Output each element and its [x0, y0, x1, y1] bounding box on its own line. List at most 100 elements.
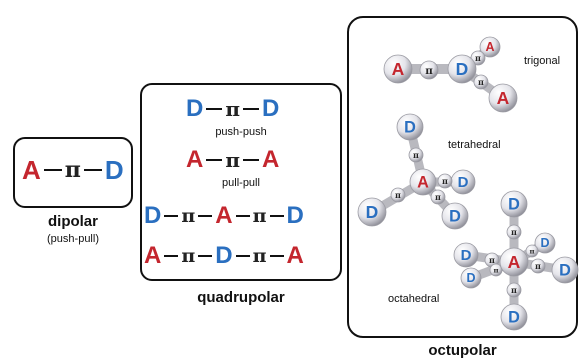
pi-bridge-label: π [435, 192, 441, 202]
dipolar-subtitle: (push-pull) [47, 233, 99, 245]
donor-label: D [540, 236, 549, 250]
donor-sphere [460, 267, 482, 289]
pi-bridge-label: π [252, 205, 267, 227]
bond-line [164, 215, 179, 217]
donor-label: D [508, 308, 520, 326]
donor-sphere [534, 232, 556, 254]
acceptor-label: A [417, 173, 429, 191]
donor-label: D [559, 261, 571, 279]
acceptor-label: A [286, 242, 304, 269]
bond-line [83, 169, 102, 171]
pi-sphere [506, 282, 522, 298]
acceptor-sphere [409, 168, 437, 196]
dipolar-chain: A π D [22, 150, 124, 190]
bond-line [164, 255, 179, 257]
pi-bridge-label: π [64, 157, 81, 183]
pi-sphere [419, 60, 439, 80]
pi-sphere [489, 263, 503, 277]
donor-label: D [404, 118, 416, 136]
bond-line [235, 215, 250, 217]
acceptor-label: A [186, 146, 204, 173]
bond-line [242, 108, 259, 110]
acceptor-sphere [383, 54, 413, 84]
pi-bridge-label: π [535, 261, 541, 271]
pi-bridge-label: π [478, 77, 484, 87]
donor-label: D [215, 242, 233, 269]
donor-label: D [104, 154, 124, 185]
bond-line [242, 159, 259, 161]
pi-sphere [390, 187, 406, 203]
donor-label: D [461, 247, 472, 264]
acceptor-label: A [497, 88, 510, 108]
donor-sphere [357, 197, 387, 227]
pi-sphere [408, 147, 424, 163]
acceptor-sphere [479, 36, 501, 58]
pull-pull-caption: pull-pull [222, 177, 260, 189]
pi-bridge-label: π [181, 245, 196, 267]
donor-sphere [551, 256, 579, 284]
donor-label: D [144, 202, 162, 229]
quadrupolar-row-push-push: D π D [186, 95, 279, 123]
pi-sphere [430, 189, 446, 205]
bond-line [43, 169, 62, 171]
quadrupolar-title: quadrupolar [197, 289, 285, 306]
donor-label: D [186, 95, 204, 122]
quadrupolar-panel [140, 83, 342, 281]
acceptor-label: A [22, 154, 41, 185]
donor-label: D [449, 207, 461, 225]
donor-sphere [500, 303, 528, 331]
quadrupolar-row-pull-pull: A π A [186, 146, 279, 174]
dipolar-title: dipolar [47, 213, 98, 230]
donor-label: D [261, 95, 280, 122]
pi-sphere [506, 224, 522, 240]
bond-line [198, 255, 213, 257]
acceptor-label: A [144, 242, 162, 269]
pi-bridge-label: π [529, 248, 534, 256]
donor-label: D [456, 59, 469, 79]
bond-line [235, 255, 250, 257]
pi-bridge-label: π [225, 148, 240, 172]
pi-bridge-label: π [442, 176, 448, 186]
donor-sphere [396, 113, 424, 141]
quadrupolar-row-dad: D π A π D [144, 201, 304, 231]
pi-bridge-label: π [181, 205, 196, 227]
pi-sphere [437, 173, 453, 189]
donor-sphere [447, 54, 477, 84]
octahedral-label: octahedral [388, 293, 440, 305]
octupolar-title: octupolar [428, 342, 497, 359]
acceptor-sphere [499, 247, 529, 277]
acceptor-label: A [215, 202, 233, 229]
bond-line [206, 159, 223, 161]
pi-bridge-label: π [475, 53, 481, 63]
bond-line [269, 255, 284, 257]
pi-bridge-label: π [511, 227, 517, 237]
quadrupolar-row-ada: A π D π A [144, 241, 304, 271]
pi-bridge-label: π [425, 65, 433, 77]
acceptor-label: A [508, 252, 521, 272]
donor-label: D [508, 195, 520, 213]
acceptor-label: A [392, 59, 405, 79]
tetrahedral-label: tetrahedral [448, 139, 501, 151]
donor-label: D [466, 271, 475, 285]
donor-label: D [366, 202, 379, 222]
pi-sphere [473, 74, 489, 90]
pi-bridge-label: π [252, 245, 267, 267]
pi-sphere [530, 258, 546, 274]
acceptor-label: A [261, 146, 280, 173]
donor-label: D [458, 174, 469, 191]
donor-sphere [441, 202, 469, 230]
pi-bridge-label: π [395, 190, 401, 200]
bond-line [198, 215, 213, 217]
pi-bridge-label: π [489, 255, 495, 265]
donor-label: D [286, 202, 304, 229]
acceptor-sphere [488, 83, 518, 113]
dipolar-panel [13, 137, 133, 208]
bond-line [269, 215, 284, 217]
pi-bridge-label: π [413, 150, 419, 160]
push-push-caption: push-push [215, 126, 267, 138]
pi-bridge-label: π [225, 97, 240, 121]
trigonal-label: trigonal [524, 55, 561, 67]
pi-bridge-label: π [511, 285, 517, 295]
